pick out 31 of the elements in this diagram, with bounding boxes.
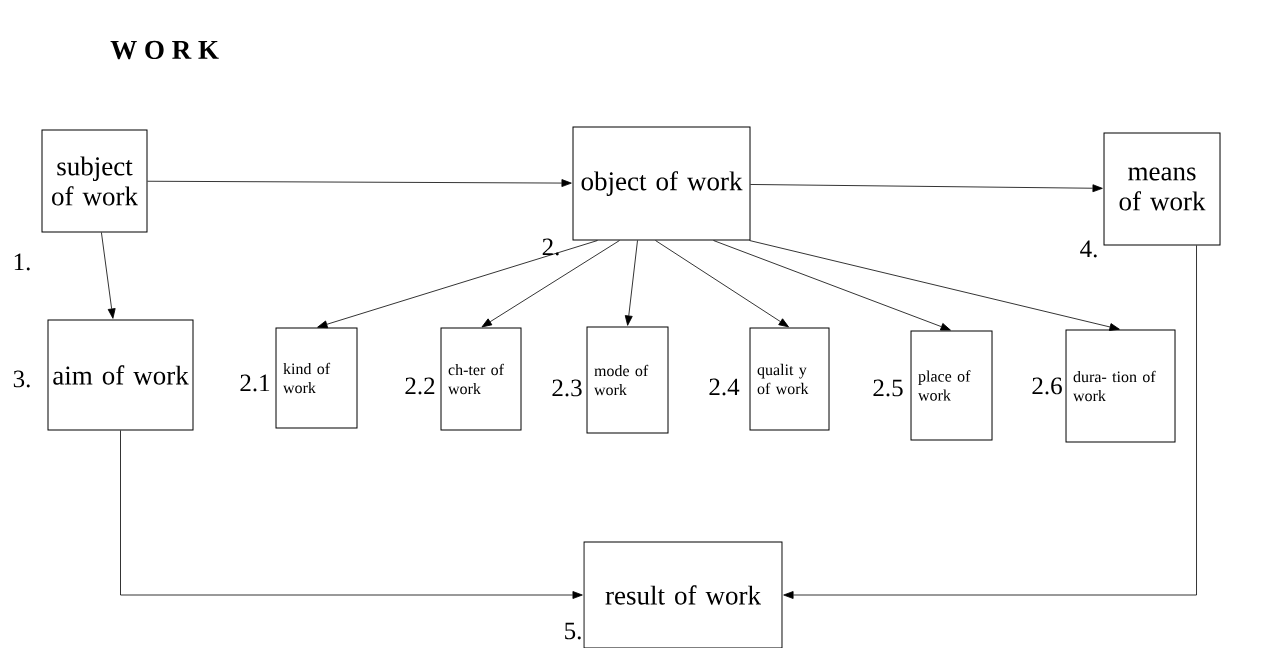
step-number: 5. <box>565 622 581 640</box>
step-number: 2.3 <box>552 379 582 397</box>
item-box: place of work <box>910 330 993 441</box>
item-box: kind of work <box>275 327 358 429</box>
process-box: result of work <box>583 541 783 648</box>
arrow <box>147 179 572 187</box>
step-number: 2.1 <box>240 374 270 392</box>
process-box: aim of work <box>47 319 194 431</box>
title: W O R K <box>110 40 219 60</box>
step-number: 2.5 <box>873 379 903 397</box>
step-number: 2. <box>542 238 559 256</box>
item-box: qualit y of work <box>749 327 830 431</box>
arrow <box>624 315 633 326</box>
arrow <box>317 240 598 329</box>
item-box: mode of work <box>586 326 669 434</box>
process-box: means of work <box>1103 132 1221 246</box>
step-number: 3. <box>13 370 30 388</box>
item-box: ch-ter of work <box>440 327 522 431</box>
arrow <box>120 430 583 599</box>
arrow <box>750 184 1103 193</box>
step-number: 2.2 <box>405 377 435 395</box>
step-number: 4. <box>1080 240 1097 258</box>
item-box: dura- tion of work <box>1065 329 1176 443</box>
step-number: 1. <box>14 253 30 271</box>
arrow <box>101 232 116 319</box>
step-number: 2.4 <box>709 378 740 396</box>
arrow <box>1109 323 1120 331</box>
process-box: subject of work <box>41 129 148 233</box>
process-box: object of work <box>572 126 751 241</box>
arrow <box>481 240 620 328</box>
step-number: 2.6 <box>1032 377 1062 395</box>
